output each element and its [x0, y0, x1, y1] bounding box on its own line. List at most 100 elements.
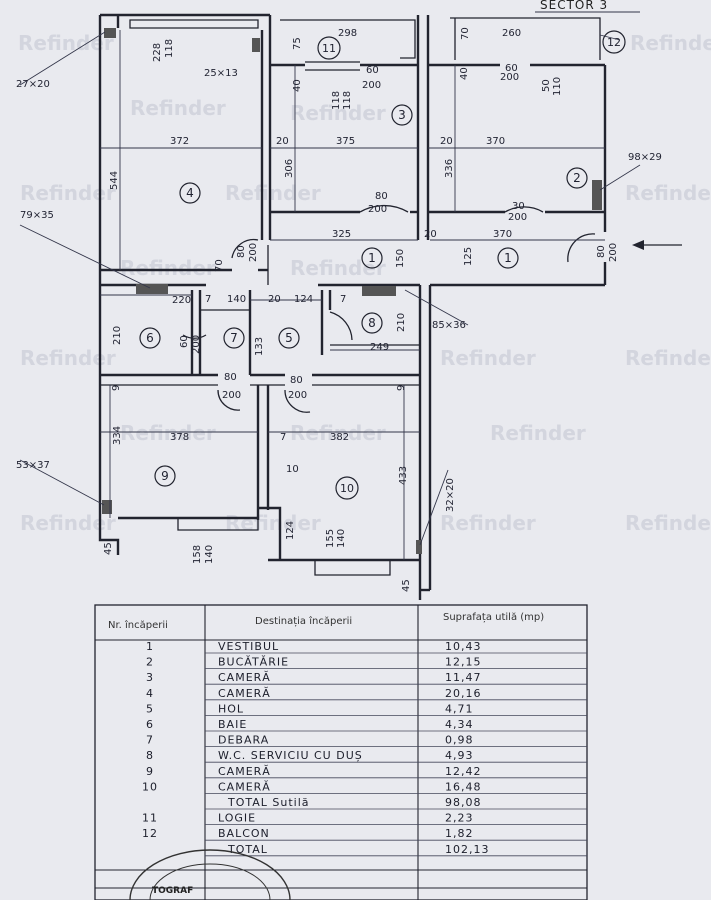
- dim-label: 370: [493, 229, 512, 240]
- dim-label: 75: [292, 37, 303, 50]
- stamp-text: TOGRAF: [152, 886, 193, 896]
- watermark-text: Refinder: [490, 421, 586, 445]
- dim-label: 140: [336, 529, 347, 548]
- cell-destination: DEBARA: [218, 734, 269, 747]
- cell-nr: 3: [146, 671, 154, 684]
- dim-label: 200: [222, 390, 241, 401]
- cell-nr: 5: [146, 702, 154, 715]
- watermark-text: Refinder: [290, 101, 386, 125]
- room-label-4: 4: [186, 186, 194, 200]
- room-label-6: 6: [146, 331, 154, 345]
- cell-area: 12,42: [445, 765, 482, 778]
- cell-area: 98,08: [445, 796, 482, 809]
- cell-area: 4,34: [445, 718, 474, 731]
- cell-destination: LOGIE: [218, 812, 256, 825]
- dim-label: 98×29: [628, 152, 662, 163]
- room-label-2: 2: [573, 171, 581, 185]
- sector-label: SECTOR 3: [540, 0, 608, 12]
- shaft-85x36: [362, 286, 396, 296]
- cell-area: 0,98: [445, 734, 474, 747]
- cell-nr: 7: [146, 734, 154, 747]
- shaft-25x13: [252, 38, 260, 52]
- dim-label: 45: [103, 542, 114, 555]
- watermarks: Refinder Refinder Refinder Refinder Refi…: [18, 31, 711, 535]
- cell-nr: 10: [142, 780, 158, 793]
- cell-destination: BALCON: [218, 827, 270, 840]
- room-label-12: 12: [607, 36, 621, 49]
- cell-area: 11,47: [445, 671, 482, 684]
- dim-label: 27×20: [16, 79, 50, 90]
- dim-label: 200: [288, 390, 307, 401]
- cell-destination: TOTAL Sutilă: [227, 796, 310, 809]
- dim-label: 124: [285, 521, 296, 540]
- cell-nr: 12: [142, 827, 158, 840]
- cell-destination: CAMERĂ: [218, 687, 271, 700]
- dim-label: 80: [290, 375, 303, 386]
- shaft-98x29: [592, 180, 602, 210]
- table-header-destination: Destinația încăperii: [255, 615, 352, 627]
- dim-label: 249: [370, 342, 389, 353]
- dim-label: 200: [191, 335, 202, 354]
- dim-label: 80: [224, 372, 237, 383]
- dim-label: 124: [294, 294, 313, 305]
- cell-destination: CAMERĂ: [218, 671, 271, 684]
- cell-destination: CAMERĂ: [218, 765, 271, 778]
- dim-label: 382: [330, 432, 349, 443]
- table-header-nr: Nr. încăperii: [108, 619, 168, 631]
- watermark-text: Refinder: [18, 31, 114, 55]
- room-label-1: 1: [368, 251, 376, 265]
- room-label-5: 5: [285, 331, 293, 345]
- cell-area: 4,71: [445, 702, 474, 715]
- dimension-labels: 228 118 298 75 70 260 27×20 25×13 40 60 …: [16, 27, 662, 592]
- dimension-lines: [19, 30, 641, 560]
- dim-label: 30: [512, 201, 525, 212]
- dim-label: 200: [608, 243, 619, 262]
- dim-label: 25×13: [204, 68, 238, 79]
- cell-destination: HOL: [218, 702, 244, 715]
- stamp: TOGRAF: [129, 849, 291, 900]
- dim-label: 110: [552, 77, 563, 96]
- watermark-text: Refinder: [440, 346, 536, 370]
- cell-destination: BAIE: [218, 718, 247, 731]
- dim-label: 7: [280, 432, 286, 443]
- dim-label: 334: [112, 426, 123, 445]
- dim-label: 155: [325, 529, 336, 548]
- ventilation-shafts: [102, 28, 602, 554]
- cell-area: 16,48: [445, 780, 482, 793]
- dim-label: 200: [248, 243, 259, 262]
- dim-label: 80: [236, 245, 247, 258]
- door-swings: [182, 205, 596, 413]
- dim-label: 298: [338, 28, 357, 39]
- dim-label: 140: [227, 294, 246, 305]
- cell-nr: 6: [146, 718, 154, 731]
- room-label-10: 10: [340, 482, 354, 495]
- entrance-arrow: [632, 240, 682, 250]
- dim-label: 70: [214, 259, 225, 272]
- dim-label: 210: [396, 313, 407, 332]
- room-label-3: 3: [398, 108, 406, 122]
- dim-label: 200: [368, 204, 387, 215]
- watermark-text: Refinder: [630, 31, 711, 55]
- cell-area: 1,82: [445, 827, 474, 840]
- cell-destination: CAMERĂ: [218, 780, 271, 793]
- cell-destination: BUCĂTĂRIE: [218, 656, 289, 669]
- cell-nr: 4: [146, 687, 154, 700]
- table-row: TOTAL Sutilă 98,08: [205, 796, 587, 810]
- room-labels: 1 1 2 3 4 5 6 7 8 9 10 11 12: [139, 30, 626, 500]
- dim-label: 140: [204, 545, 215, 564]
- dim-label: 60: [366, 65, 379, 76]
- cell-nr: 11: [142, 812, 158, 825]
- dim-label: 7: [340, 294, 346, 305]
- watermark-text: Refinder: [130, 96, 226, 120]
- cell-destination: W.C. SERVICIU CU DUȘ: [218, 749, 363, 762]
- room-label-8: 8: [368, 316, 376, 330]
- cell-area: 12,15: [445, 656, 482, 669]
- dim-label: 200: [500, 72, 519, 83]
- dim-label: 10: [286, 464, 299, 475]
- shaft-32x20: [416, 540, 422, 554]
- shaft-27x20: [104, 28, 116, 38]
